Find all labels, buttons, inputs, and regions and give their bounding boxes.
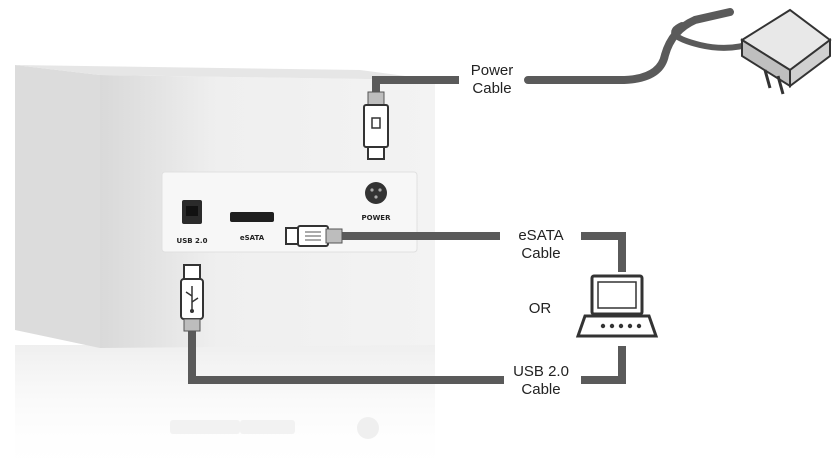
or-text: OR <box>528 300 552 317</box>
storage-device <box>15 65 435 348</box>
power-plug-icon <box>363 91 389 160</box>
laptop-icon <box>575 274 659 338</box>
usb-cable <box>188 326 504 384</box>
esata-port-label: eSATA <box>240 234 265 242</box>
esata-cable-label-line2: Cable <box>521 245 561 262</box>
or-label: OR <box>505 300 575 318</box>
power-adapter-icon <box>740 8 832 95</box>
esata-plug-icon <box>285 225 343 247</box>
usb-cable-label-line2: Cable <box>521 381 561 398</box>
power-port-label: POWER <box>362 214 392 222</box>
esata-cable-label-line1: eSATA <box>518 227 564 244</box>
power-cable-to-adapter <box>524 8 734 84</box>
esata-port <box>230 212 274 222</box>
usb-port <box>182 200 202 224</box>
power-cable-adapter-loop <box>671 22 758 51</box>
esata-cable-to-computer <box>581 232 626 272</box>
usb-cable-label: USB 2.0 Cable <box>498 363 584 399</box>
power-port <box>365 182 387 204</box>
power-cable-label: Power Cable <box>458 62 526 98</box>
usb-cable-to-computer <box>581 346 626 384</box>
power-cable <box>372 76 459 96</box>
power-cable-label-line1: Power <box>470 62 514 79</box>
power-cable-label-line2: Cable <box>472 80 512 97</box>
usb-cable-label-line1: USB 2.0 <box>513 363 569 380</box>
device-reflection <box>15 345 435 476</box>
usb-port-label: USB 2.0 <box>177 237 208 245</box>
esata-cable-label: eSATA Cable <box>500 227 582 263</box>
usb-plug-icon <box>180 264 204 332</box>
